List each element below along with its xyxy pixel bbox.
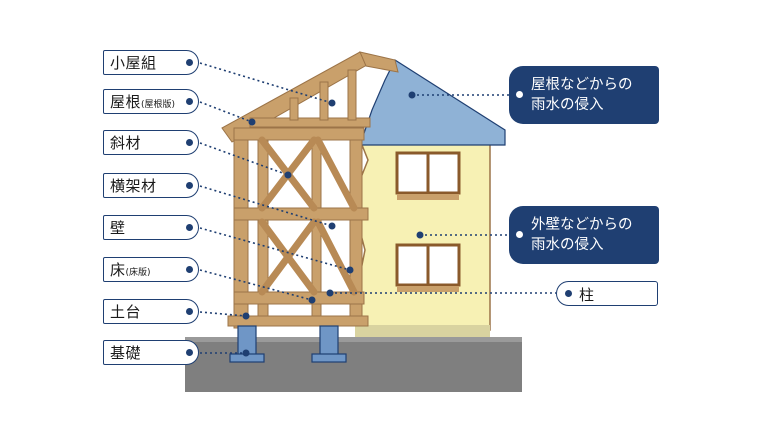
callout-wall-leak-dot <box>516 231 523 238</box>
ground-slab <box>185 337 522 392</box>
label-koyagumi-dot <box>186 59 193 66</box>
label-kiso-text: 基礎 <box>110 344 142 362</box>
callout-roof-leak: 屋根などからの 雨水の侵入 <box>509 66 659 124</box>
window-lower <box>395 243 461 292</box>
label-koyagumi: 小屋組 <box>103 50 199 75</box>
label-dodai-dot <box>186 308 193 315</box>
label-dodai: 土台 <box>103 299 199 324</box>
callout-roof-leak-dot <box>516 91 523 98</box>
label-kabe-text: 壁 <box>110 219 126 237</box>
foundation-footings <box>229 325 347 363</box>
label-yokokazai-dot <box>186 182 193 189</box>
label-yuka: 床(床版) <box>103 257 199 282</box>
roof-panel <box>359 59 506 146</box>
leader-lines <box>199 62 556 354</box>
callout-wall-leak-text: 外壁などからの 雨水の侵入 <box>531 217 633 253</box>
label-yane-text: 屋根(屋根版) <box>110 93 176 111</box>
label-dodai-text: 土台 <box>110 303 142 321</box>
label-koyagumi-text: 小屋組 <box>110 54 157 72</box>
window-upper <box>395 151 461 200</box>
label-kabe-dot <box>186 224 193 231</box>
label-yokokazai: 横架材 <box>103 173 199 198</box>
label-kiso: 基礎 <box>103 340 199 365</box>
label-yane-dot <box>186 98 193 105</box>
callout-roof-leak-text: 屋根などからの 雨水の侵入 <box>531 77 633 113</box>
label-hashira-text: 柱 <box>579 286 595 304</box>
label-shazai-dot <box>186 139 193 146</box>
timber-frame <box>221 51 399 329</box>
leader-endpoints <box>242 91 424 357</box>
label-yane: 屋根(屋根版) <box>103 89 199 114</box>
house-base-strip <box>355 325 490 337</box>
callout-wall-leak: 外壁などからの 雨水の侵入 <box>509 206 659 264</box>
label-hashira: 柱 <box>556 281 658 306</box>
label-yuka-dot <box>186 266 193 273</box>
label-shazai: 斜材 <box>103 130 199 155</box>
label-yuka-text: 床(床版) <box>110 261 151 279</box>
ground-slab-top <box>185 337 522 342</box>
label-kiso-dot <box>186 349 193 356</box>
label-kabe: 壁 <box>103 215 199 240</box>
label-hashira-dot <box>565 290 572 297</box>
label-yokokazai-text: 横架材 <box>110 177 157 195</box>
label-shazai-text: 斜材 <box>110 134 142 152</box>
